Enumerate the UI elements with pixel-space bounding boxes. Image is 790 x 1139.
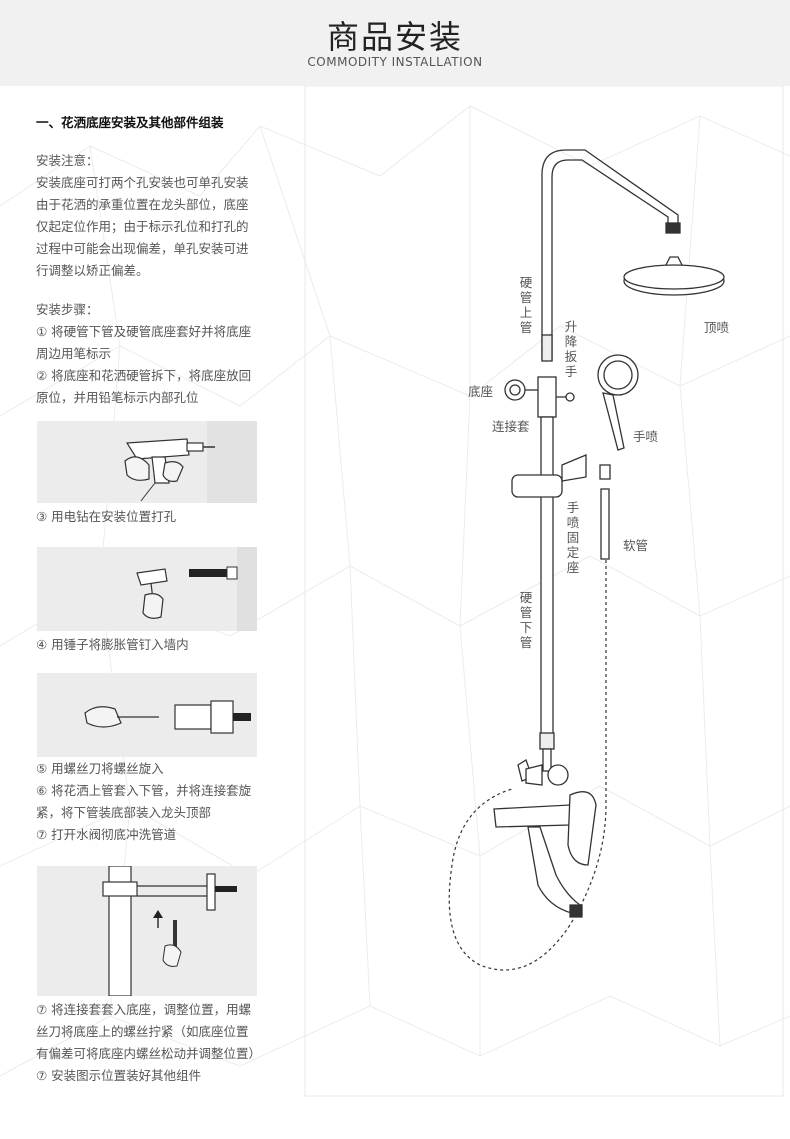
- label-upper-pipe: 硬管上管: [519, 275, 533, 335]
- notes-line: 仅起定位作用；由于标示孔位和打孔的: [36, 219, 249, 234]
- label-hand-spray: 手喷: [633, 429, 659, 444]
- step-3-caption: ③ 用电钻在安装位置打孔: [36, 509, 177, 524]
- label-top-spray: 顶喷: [704, 320, 730, 335]
- label-hose: 软管: [623, 538, 649, 553]
- section-title: 一、花洒底座安装及其他部件组装: [36, 115, 224, 130]
- step-4-caption: ④ 用锤子将膨胀管钉入墙内: [36, 637, 189, 652]
- step-2-line: 原位，并用铅笔标示内部孔位: [36, 390, 199, 405]
- step-7-caption: ⑦ 打开水阀彻底冲洗管道: [36, 827, 177, 842]
- step-8-line: 丝刀将底座上的螺丝拧紧（如底座位置: [36, 1024, 249, 1039]
- hammer-illustration: [37, 547, 257, 631]
- drill-illustration: [37, 421, 257, 503]
- step-8-line: 有偏差可将底座内螺丝松动并调整位置）: [36, 1046, 262, 1061]
- step-1-line: 周边用笔标示: [36, 346, 112, 361]
- step-6-line: ⑥ 将花洒上管套入下管，并将连接套旋: [36, 783, 252, 798]
- shower-diagram: [448, 149, 725, 971]
- label-lower-pipe: 硬管下管: [519, 590, 533, 650]
- step-2-line: ② 将底座和花洒硬管拆下，将底座放回: [36, 368, 252, 383]
- page-subtitle: COMMODITY INSTALLATION: [307, 55, 483, 69]
- installation-notes: 安装注意： 安装底座可打两个孔安装也可单孔安装 由于花洒的承重位置在龙头部位，底…: [36, 150, 249, 282]
- step-6-line: 紧，将下管装底部装入龙头顶部: [36, 805, 212, 820]
- step-9-caption: ⑦ 安装图示位置装好其他组件: [36, 1068, 202, 1083]
- page-title: 商品安装: [326, 18, 463, 56]
- step-1-line: ① 将硬管下管及硬管底座套好并将底座: [36, 324, 252, 339]
- notes-heading: 安装注意：: [36, 153, 99, 168]
- step-6-block: ⑥ 将花洒上管套入下管，并将连接套旋 紧，将下管装底部装入龙头顶部: [36, 780, 251, 824]
- label-wrench: 升降扳手: [564, 319, 578, 379]
- notes-line: 由于花洒的承重位置在龙头部位，底座: [36, 197, 249, 212]
- page-header: 商品安装 COMMODITY INSTALLATION: [0, 0, 790, 86]
- step-8-line: ⑦ 将连接套套入底座，调整位置，用螺: [36, 1002, 252, 1017]
- step-5-caption: ⑤ 用螺丝刀将螺丝旋入: [36, 761, 164, 776]
- steps-heading: 安装步骤：: [36, 302, 99, 317]
- step-8-block: ⑦ 将连接套套入底座，调整位置，用螺 丝刀将底座上的螺丝拧紧（如底座位置 有偏差…: [36, 999, 261, 1065]
- label-base: 底座: [468, 384, 494, 399]
- label-connector: 连接套: [492, 419, 530, 434]
- screwdriver-illustration: [37, 673, 257, 757]
- notes-line: 过程中可能会出现偏差，单孔安装可进: [36, 241, 249, 256]
- notes-line: 行调整以矫正偏差。: [36, 263, 149, 278]
- notes-line: 安装底座可打两个孔安装也可单孔安装: [36, 175, 249, 190]
- installation-steps: 安装步骤： ① 将硬管下管及硬管底座套好并将底座 周边用笔标示 ② 将底座和花洒…: [36, 299, 251, 409]
- base-assembly-illustration: [37, 866, 257, 996]
- label-holder: 手喷固定座: [566, 500, 580, 575]
